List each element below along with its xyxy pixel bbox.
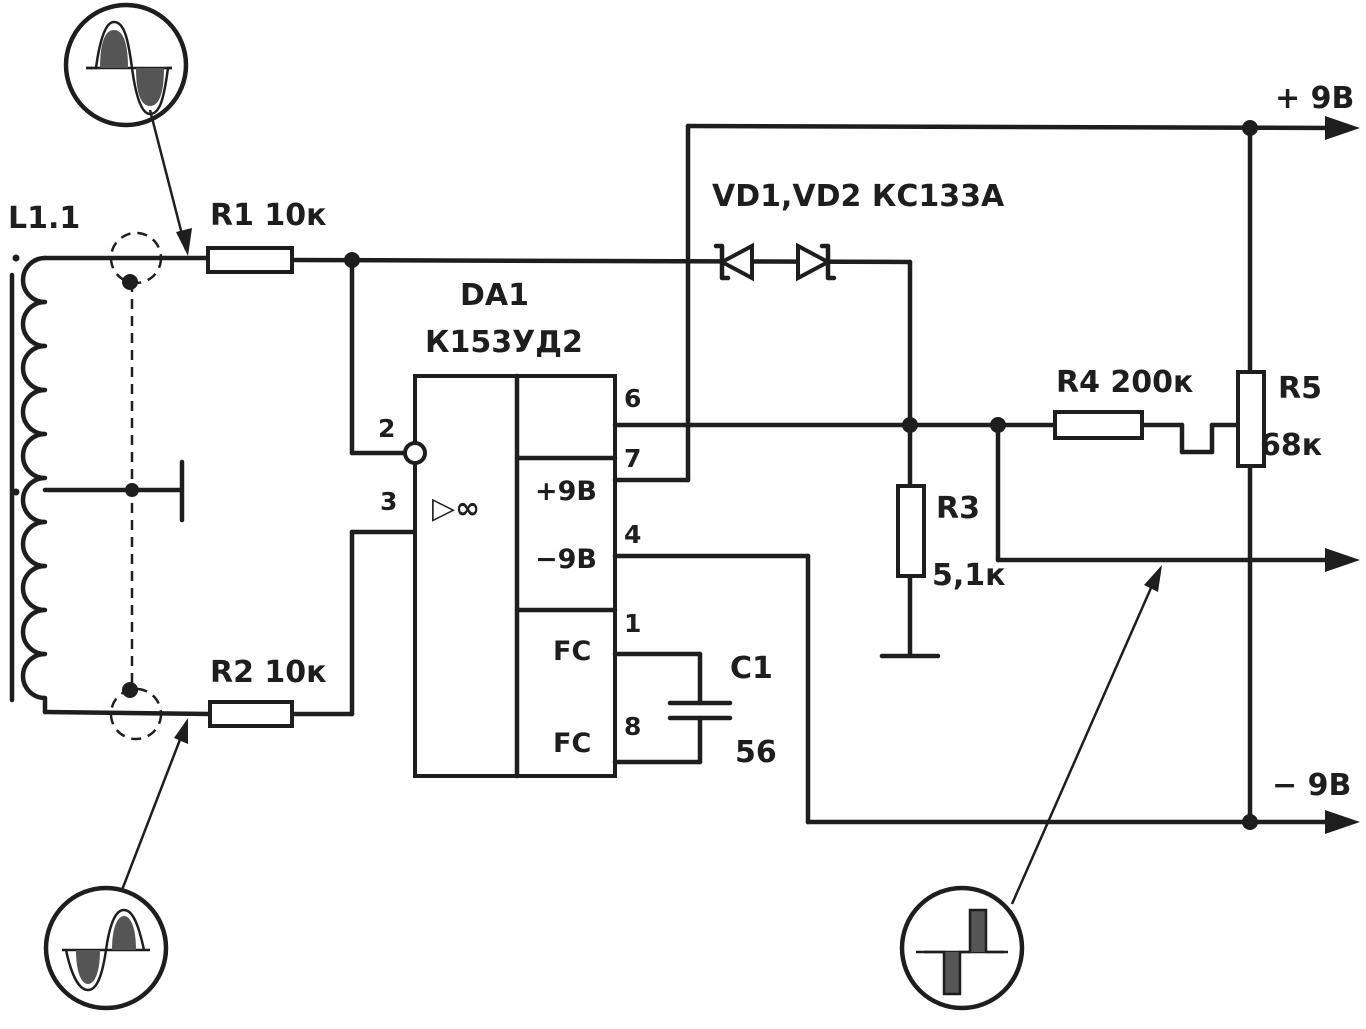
- resistor-r4: [1053, 410, 1144, 440]
- opamp-symbol: ▷∞: [432, 491, 480, 526]
- cell-vneg: −9В: [535, 544, 597, 575]
- r3-name: R3: [936, 491, 980, 526]
- r4-label: R4 200к: [1056, 365, 1193, 400]
- opamp-name: DA1: [460, 278, 529, 313]
- pin-7-label: 7: [624, 444, 641, 473]
- arrow-output: [1325, 548, 1360, 572]
- c1-value: 56: [735, 735, 777, 770]
- cell-fc1: FC: [553, 636, 591, 667]
- r3-value: 5,1к: [932, 558, 1006, 593]
- diodes-label: VD1,VD2 КС133А: [712, 179, 1005, 214]
- pin-3-label: 3: [380, 487, 397, 516]
- pin-1-label: 1: [624, 609, 641, 638]
- test-point-bottom: [109, 682, 163, 741]
- arrow-negative-rail: [1325, 810, 1360, 834]
- output-wires: [612, 123, 1341, 825]
- waveform-callout-top: [63, 2, 192, 256]
- r5-name: R5: [1278, 371, 1322, 406]
- r2-label: R2 10к: [210, 655, 327, 690]
- r5-value: 68к: [1260, 428, 1322, 463]
- capacitor-c1: [667, 700, 733, 721]
- test-point-top: [109, 231, 163, 290]
- c1-name: C1: [730, 651, 773, 686]
- resistor-r3: [896, 484, 926, 578]
- coil-label: L1.1: [8, 201, 80, 236]
- pin-8-label: 8: [624, 712, 641, 741]
- arrow-positive-rail: [1325, 116, 1360, 140]
- negative-rail-label: − 9В: [1272, 768, 1351, 803]
- coil-l1-1: [9, 254, 48, 715]
- zener-diodes: [713, 242, 837, 282]
- opamp-part: К153УД2: [425, 325, 583, 360]
- waveform-callout-bottom: [43, 718, 188, 1011]
- inverting-input-bubble: [403, 441, 427, 465]
- potentiometer-r5: [1236, 370, 1266, 468]
- cell-vpos: +9В: [535, 476, 597, 507]
- cell-fc2: FC: [553, 728, 591, 759]
- positive-rail-label: + 9В: [1275, 81, 1354, 116]
- r1-label: R1 10к: [210, 198, 327, 233]
- pin-4-label: 4: [624, 520, 641, 549]
- resistor-r1: [206, 246, 294, 274]
- pin-6-label: 6: [624, 384, 641, 413]
- resistor-r2: [208, 700, 294, 728]
- pin-2-label: 2: [378, 414, 395, 443]
- opamp-da1: [403, 373, 618, 779]
- waveform-callout-output: [899, 565, 1162, 1011]
